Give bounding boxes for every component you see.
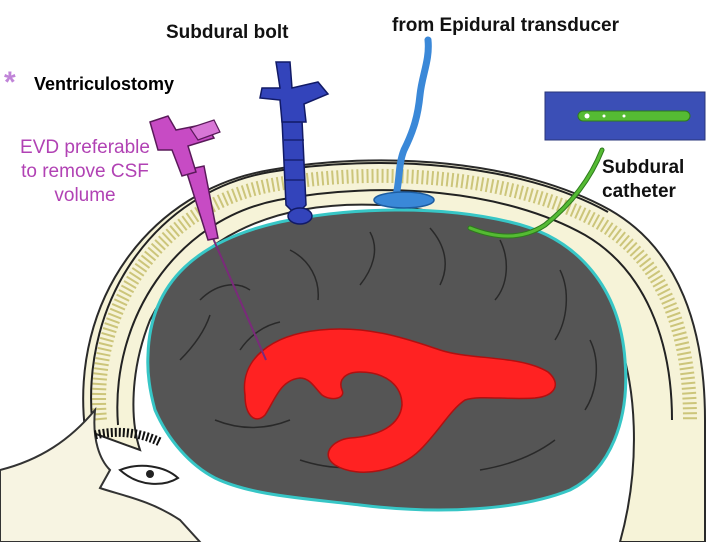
bolt-body	[282, 120, 306, 215]
asterisk-icon: *	[4, 68, 16, 98]
bolt-top	[260, 62, 328, 122]
ventriculostomy-label: Ventriculostomy	[34, 73, 174, 96]
subdural-bolt-label: Subdural bolt	[166, 21, 288, 44]
epidural-transducer-label: from Epidural transducer	[392, 14, 619, 37]
evd-note-label: EVD preferable to remove CSF volume	[20, 136, 150, 208]
bolt-tip	[288, 208, 312, 224]
catheter-inset-tube	[578, 111, 690, 121]
subdural-catheter-label: Subdural catheter	[602, 156, 710, 204]
pupil	[146, 470, 154, 478]
epidural-pad	[374, 192, 434, 208]
